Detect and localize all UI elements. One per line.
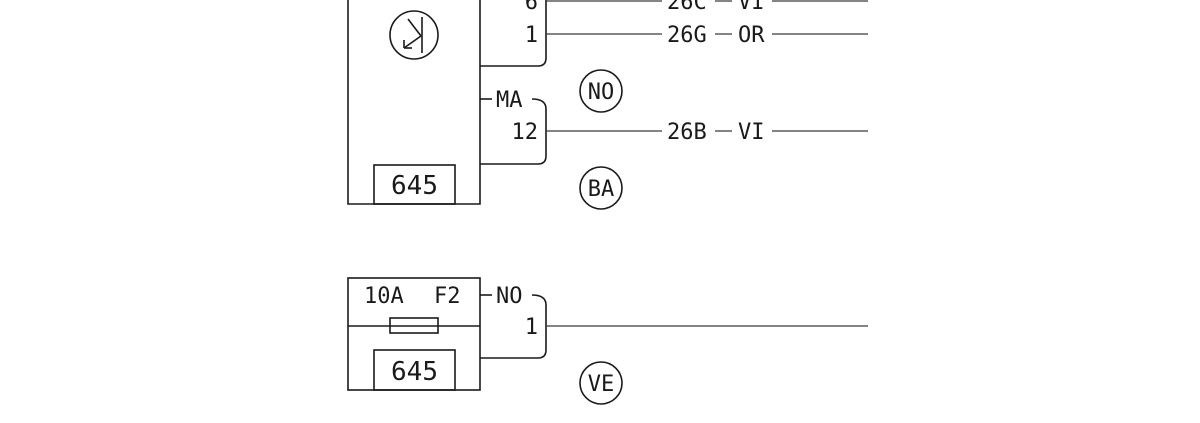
fuse-icon	[389, 317, 439, 334]
wire-26g-color: OR	[738, 23, 765, 48]
wire-26b-color: VI	[738, 120, 765, 145]
connector-2-color: BA	[588, 177, 615, 202]
fuse-connector-color: VE	[588, 372, 615, 397]
connector-1-bracket	[480, 0, 547, 67]
wire-26b: 26B VI	[546, 120, 868, 145]
relay-unit: 645 6 1 26C VI 26G OR NO MA 12	[347, 0, 868, 210]
wire-26c-color: VI	[738, 0, 765, 15]
relay-box-number: 645	[391, 171, 438, 201]
connector-2-pin-12: 12	[512, 120, 539, 145]
fuse-connector-pin-1: 1	[525, 315, 538, 340]
fuse-rating: 10A	[364, 284, 404, 309]
connector-1-color-badge: NO	[579, 69, 623, 113]
fuse-connector-label: NO	[496, 284, 523, 309]
fuse-box-number: 645	[391, 357, 438, 387]
wire-26b-code: 26B	[667, 120, 707, 145]
connector-1-pin-1: 1	[525, 23, 538, 48]
connector-2-label: MA	[496, 88, 523, 113]
wire-26g: 26G OR	[546, 23, 868, 48]
fuse-box-number-frame	[373, 349, 456, 391]
relay-symbol-icon	[389, 10, 439, 60]
connector-2-bracket	[480, 98, 547, 165]
wire-26c-code: 26C	[667, 0, 707, 15]
fuse-id: F2	[434, 284, 461, 309]
fuse-connector-bracket	[480, 294, 547, 359]
connector-1-pin-6: 6	[525, 0, 538, 15]
fuse-connector-color-badge: VE	[579, 361, 623, 405]
connector-2-color-badge: BA	[579, 166, 623, 210]
wire-26c: 26C VI	[546, 0, 868, 15]
connector-1-color: NO	[588, 80, 615, 105]
fuse-unit: 10A F2 645 NO 1 VE	[347, 277, 868, 405]
wire-26g-code: 26G	[667, 23, 707, 48]
relay-box-number-frame	[373, 164, 456, 205]
